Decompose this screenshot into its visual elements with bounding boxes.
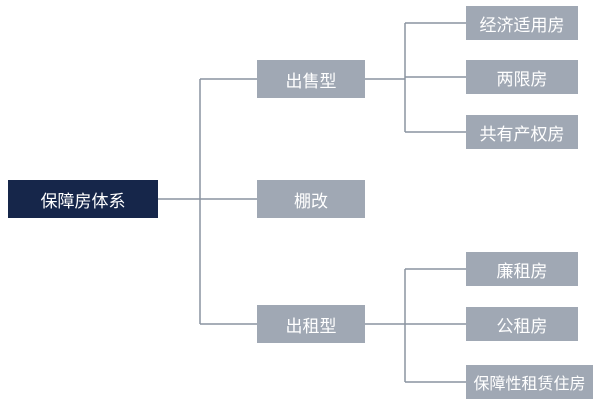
leaf-node-affordable-housing: 经济适用房 xyxy=(466,6,578,40)
category-label-for-rent: 出租型 xyxy=(285,316,337,337)
root-node-housing-system: 保障房体系 xyxy=(8,180,158,218)
leaf-node-public-rental-housing: 公租房 xyxy=(466,307,578,341)
root-node-label: 保障房体系 xyxy=(40,191,126,212)
category-node-for-sale: 出售型 xyxy=(257,60,365,98)
category-label-for-sale: 出售型 xyxy=(285,71,337,92)
leaf-label-public-rental-housing: 公租房 xyxy=(496,316,548,337)
leaf-label-affordable-rental-housing: 保障性租赁住房 xyxy=(473,374,586,393)
leaf-node-shared-ownership-housing: 共有产权房 xyxy=(466,115,578,149)
category-node-shantytown-renovation: 棚改 xyxy=(257,180,365,218)
category-label-shantytown-renovation: 棚改 xyxy=(294,191,328,212)
leaf-node-affordable-rental-housing: 保障性租赁住房 xyxy=(466,365,593,399)
leaf-label-affordable-housing: 经济适用房 xyxy=(479,15,565,36)
leaf-label-low-rent-housing: 廉租房 xyxy=(496,261,548,282)
leaf-label-price-capped-housing: 两限房 xyxy=(496,69,548,90)
leaf-label-shared-ownership-housing: 共有产权房 xyxy=(479,124,565,145)
leaf-node-low-rent-housing: 廉租房 xyxy=(466,252,578,286)
category-node-for-rent: 出租型 xyxy=(257,305,365,343)
leaf-node-price-capped-housing: 两限房 xyxy=(466,60,578,94)
